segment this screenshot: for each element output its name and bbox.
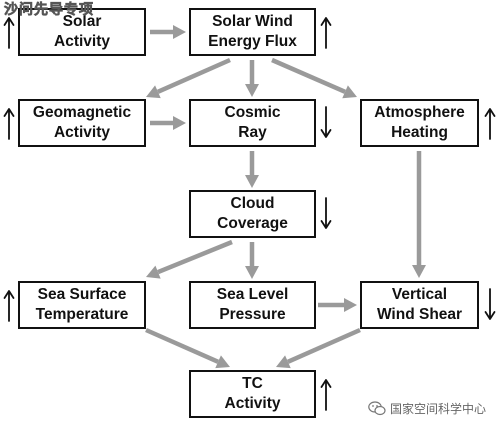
node-sst-label: Sea Surface Temperature [35, 286, 129, 323]
arrow-cloud-to-sst [146, 239, 233, 279]
arrow-solar-to-wind [150, 25, 186, 39]
node-vertical-wind-shear: Vertical Wind Shear [360, 281, 479, 329]
node-cosmic-ray-label: Cosmic Ray [224, 104, 281, 141]
watermark-top: 沙问先导专项 [4, 2, 94, 19]
node-solar-wind-label: Solar Wind Energy Flux [208, 13, 297, 50]
trend-arrow-solar-wind-icon [320, 17, 332, 49]
node-atmosphere: Atmosphere Heating [360, 99, 479, 147]
arrow-wind-to-atmosphere [271, 57, 357, 99]
node-slp-label: Sea Level Pressure [216, 286, 289, 323]
arrow-slp-to-shear [318, 298, 357, 312]
node-atmosphere-label: Atmosphere Heating [374, 104, 465, 141]
trend-arrow-atmosphere-icon [484, 108, 496, 140]
node-tc-label: TC Activity [224, 375, 281, 412]
arrow-wind-to-geomagnetic [146, 57, 231, 99]
node-cloud-label: Cloud Coverage [217, 195, 288, 232]
arrow-shear-to-tc [276, 327, 361, 369]
trend-arrow-geomagnetic-icon [3, 108, 15, 140]
arrow-atmosphere-to-shear [412, 151, 426, 278]
node-cloud: Cloud Coverage [189, 190, 316, 238]
node-tc-activity: TC Activity [189, 370, 316, 418]
node-cosmic-ray: Cosmic Ray [189, 99, 316, 147]
arrow-sst-to-tc [145, 327, 230, 369]
node-shear-label: Vertical Wind Shear [376, 286, 463, 323]
arrow-geomagnetic-to-cosmic [150, 116, 186, 130]
node-geomagnetic-label: Geomagnetic Activity [32, 104, 132, 141]
arrow-cloud-to-slp [245, 242, 259, 279]
node-solar-activity: Solar Activity [18, 8, 146, 56]
trend-arrow-cosmic-ray-icon [320, 106, 332, 138]
arrow-cosmic-to-cloud [245, 151, 259, 188]
trend-arrow-shear-icon [484, 288, 496, 320]
trend-arrow-tc-icon [320, 379, 332, 411]
node-geomagnetic: Geomagnetic Activity [18, 99, 146, 147]
node-solar-activity-label: Solar Activity [54, 13, 110, 50]
node-solar-wind: Solar Wind Energy Flux [189, 8, 316, 56]
trend-arrow-solar-activity-icon [3, 17, 15, 49]
node-sea-surface-temperature: Sea Surface Temperature [18, 281, 146, 329]
node-sea-level-pressure: Sea Level Pressure [189, 281, 316, 329]
trend-arrow-sst-icon [3, 290, 15, 322]
arrow-wind-to-cosmic [245, 60, 259, 97]
watermark-bottom: 国家空间科学中心 [368, 400, 486, 417]
trend-arrow-cloud-icon [320, 197, 332, 229]
wechat-bubble-icon [368, 401, 386, 416]
watermark-bottom-text: 国家空间科学中心 [390, 402, 487, 416]
